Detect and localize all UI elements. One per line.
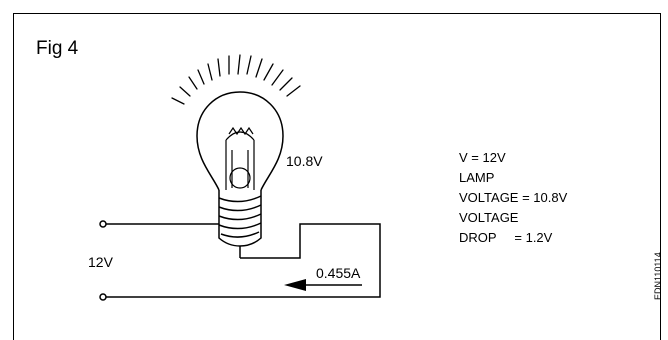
note-line: V = 12V [459,150,506,165]
notes-block: V = 12V LAMP VOLTAGE = 10.8V VOLTAGE DRO… [459,148,567,248]
lamp-voltage-label: 10.8V [286,153,323,169]
figure-code: EDN110114 [653,252,663,300]
lamp-base [218,190,262,258]
note-line: DROP = 1.2V [459,230,553,245]
circuit-wires [106,223,381,298]
figure-frame [13,13,661,340]
figure-label: Fig 4 [36,38,79,59]
note-line: LAMP [459,170,495,185]
terminal-positive [99,220,107,228]
lamp-bulb [196,91,284,191]
terminal-negative [99,293,107,301]
note-line: VOLTAGE = 10.8V [459,190,568,205]
supply-voltage-label: 12V [88,254,114,270]
light-rays [171,54,301,105]
lamp-filament [225,126,255,190]
current-arrow [284,279,362,291]
current-label: 0.455A [316,265,361,281]
note-line: VOLTAGE [459,210,519,225]
